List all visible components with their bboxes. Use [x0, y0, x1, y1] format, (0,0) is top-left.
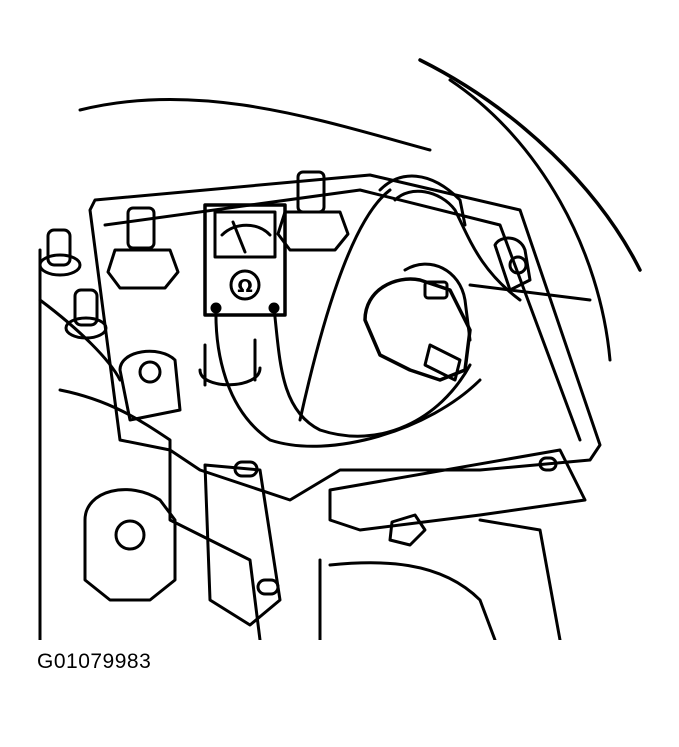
- sensor-connector: [365, 279, 470, 380]
- stud-1: [48, 230, 70, 265]
- stud-1-base: [40, 255, 80, 275]
- plate-edge-inner: [105, 190, 580, 440]
- bracket-bolt: [510, 257, 526, 273]
- boss-left: [120, 351, 180, 420]
- bolt-1: [128, 208, 154, 248]
- ohmmeter-body: [205, 205, 285, 315]
- connector-lock: [425, 345, 460, 380]
- stud-2-base: [66, 318, 106, 338]
- lower-bracket: [205, 465, 280, 625]
- engine-sensor-diagram: Ω: [0, 0, 679, 640]
- strap: [470, 285, 590, 300]
- test-lead-left: [216, 308, 480, 446]
- ohmmeter-scale: [222, 225, 270, 235]
- sensor-body: [405, 264, 470, 340]
- housing-arc-top: [80, 99, 430, 150]
- pan-right: [480, 520, 560, 640]
- nut-1: [108, 250, 178, 288]
- bracket-slot-1: [235, 462, 257, 476]
- bolt-2: [298, 172, 324, 212]
- lower-left-mount: [85, 490, 175, 600]
- figure-id-label: G01079983: [37, 650, 152, 673]
- sensor-tab: [425, 282, 447, 298]
- nut-2: [278, 212, 348, 250]
- ohmmeter-needle: [233, 222, 245, 252]
- test-lead-right: [274, 308, 470, 436]
- ohmmeter-knob: [231, 271, 259, 299]
- wire-harness-upper: [380, 176, 465, 225]
- lower-left-hole: [116, 521, 144, 549]
- bracket-clip: [495, 238, 530, 290]
- wire-harness-arc: [395, 191, 520, 300]
- cover-nut: [390, 515, 425, 545]
- bracket-slot-2: [258, 580, 278, 594]
- cover-slot: [540, 458, 556, 470]
- pan-lower: [320, 560, 495, 640]
- stud-2: [75, 290, 97, 325]
- bolt-3: [200, 340, 260, 385]
- boss-left-hole: [140, 362, 160, 382]
- lower-cover: [330, 450, 585, 530]
- housing-arc-outer: [420, 60, 640, 270]
- housing-arc-right: [450, 80, 610, 360]
- ohm-symbol: Ω: [237, 276, 252, 297]
- wire-harness-loop: [300, 190, 390, 420]
